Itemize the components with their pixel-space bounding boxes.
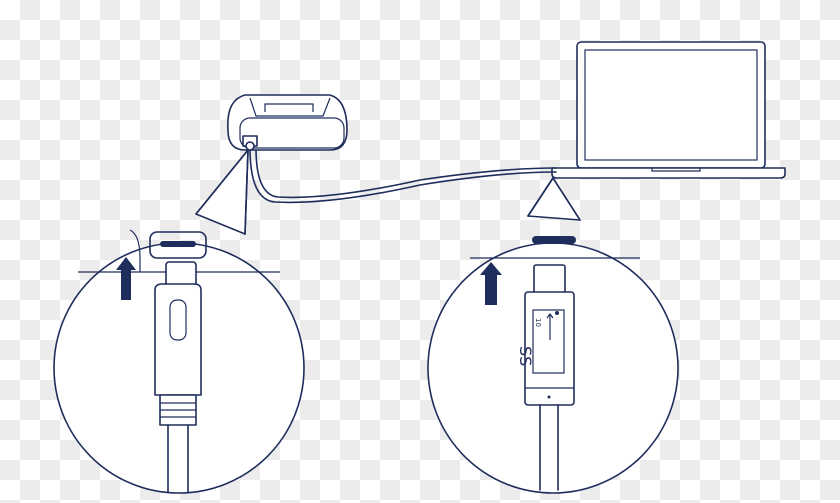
laptop-port-callout: SS 10 (427, 177, 679, 494)
superspeed-10-logo: SS 10 (516, 311, 559, 366)
insert-arrow-icon (480, 262, 502, 305)
drive-port-callout (53, 149, 305, 494)
insert-arrow-icon (116, 257, 136, 300)
laptop (551, 41, 786, 179)
usb-c-cable (249, 147, 557, 204)
svg-text:10: 10 (534, 318, 542, 327)
svg-text:SS: SS (516, 346, 535, 366)
external-drive (227, 94, 348, 151)
